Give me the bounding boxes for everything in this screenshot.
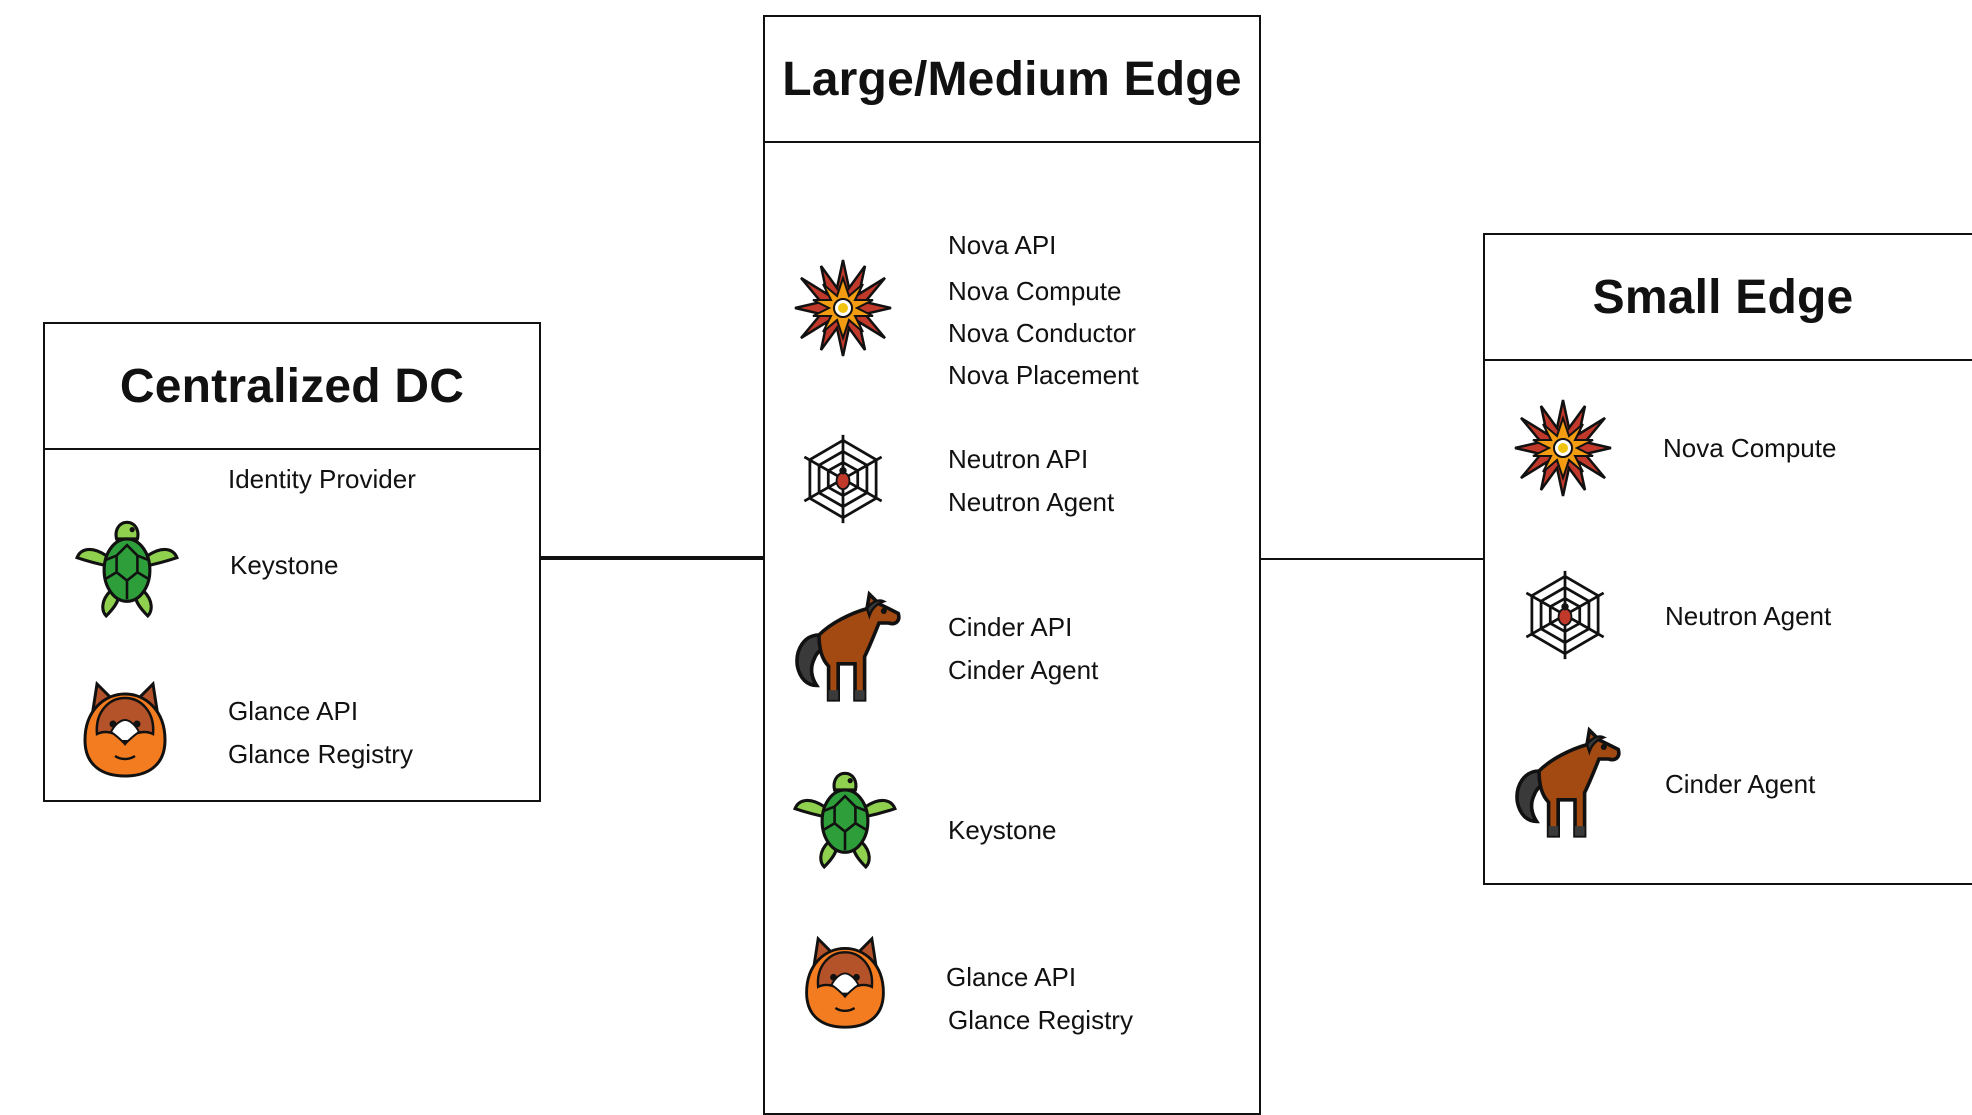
service-label: Nova Compute	[1663, 433, 1837, 463]
service-label: Neutron Agent	[1665, 601, 1832, 631]
connector-centralized-to-large-edge	[538, 556, 767, 560]
centralized-dc-box: Centralized DC Identity Provider Keyston…	[43, 322, 541, 802]
service-label: Nova Compute	[948, 276, 1122, 306]
starburst-icon	[793, 258, 893, 358]
horse-icon	[783, 585, 903, 709]
small-edge-box: Small Edge Nova Compute Neutron Agent	[1483, 233, 1972, 885]
service-label: Neutron API	[948, 444, 1089, 474]
large-medium-edge-title: Large/Medium Edge	[765, 17, 1259, 143]
service-label: Glance Registry	[948, 1005, 1133, 1035]
service-label: Nova API	[948, 230, 1057, 260]
spiderweb-icon	[1519, 565, 1611, 665]
turtle-icon	[793, 765, 897, 869]
service-label: Nova Placement	[948, 360, 1139, 390]
connector-large-edge-to-small-edge	[1258, 558, 1486, 560]
service-label: Cinder Agent	[948, 655, 1099, 685]
service-label: Cinder API	[948, 612, 1073, 642]
chipmunk-icon	[75, 678, 175, 782]
turtle-icon	[75, 514, 179, 618]
spiderweb-icon	[797, 429, 889, 529]
service-label: Neutron Agent	[948, 487, 1115, 517]
centralized-dc-title: Centralized DC	[45, 324, 539, 450]
horse-icon	[1503, 721, 1623, 845]
service-label: Keystone	[230, 550, 339, 580]
service-label: Glance Registry	[228, 739, 413, 769]
service-label: Glance API	[228, 696, 359, 726]
service-label: Nova Conductor	[948, 318, 1136, 348]
service-label: Cinder Agent	[1665, 769, 1816, 799]
service-label: Glance API	[946, 962, 1077, 992]
service-label: Keystone	[948, 815, 1057, 845]
small-edge-title: Small Edge	[1485, 235, 1972, 361]
large-medium-edge-box: Large/Medium Edge Nova API Nova Compute …	[763, 15, 1261, 1115]
starburst-icon	[1513, 398, 1613, 498]
chipmunk-icon	[797, 932, 893, 1034]
service-label: Identity Provider	[228, 464, 416, 494]
